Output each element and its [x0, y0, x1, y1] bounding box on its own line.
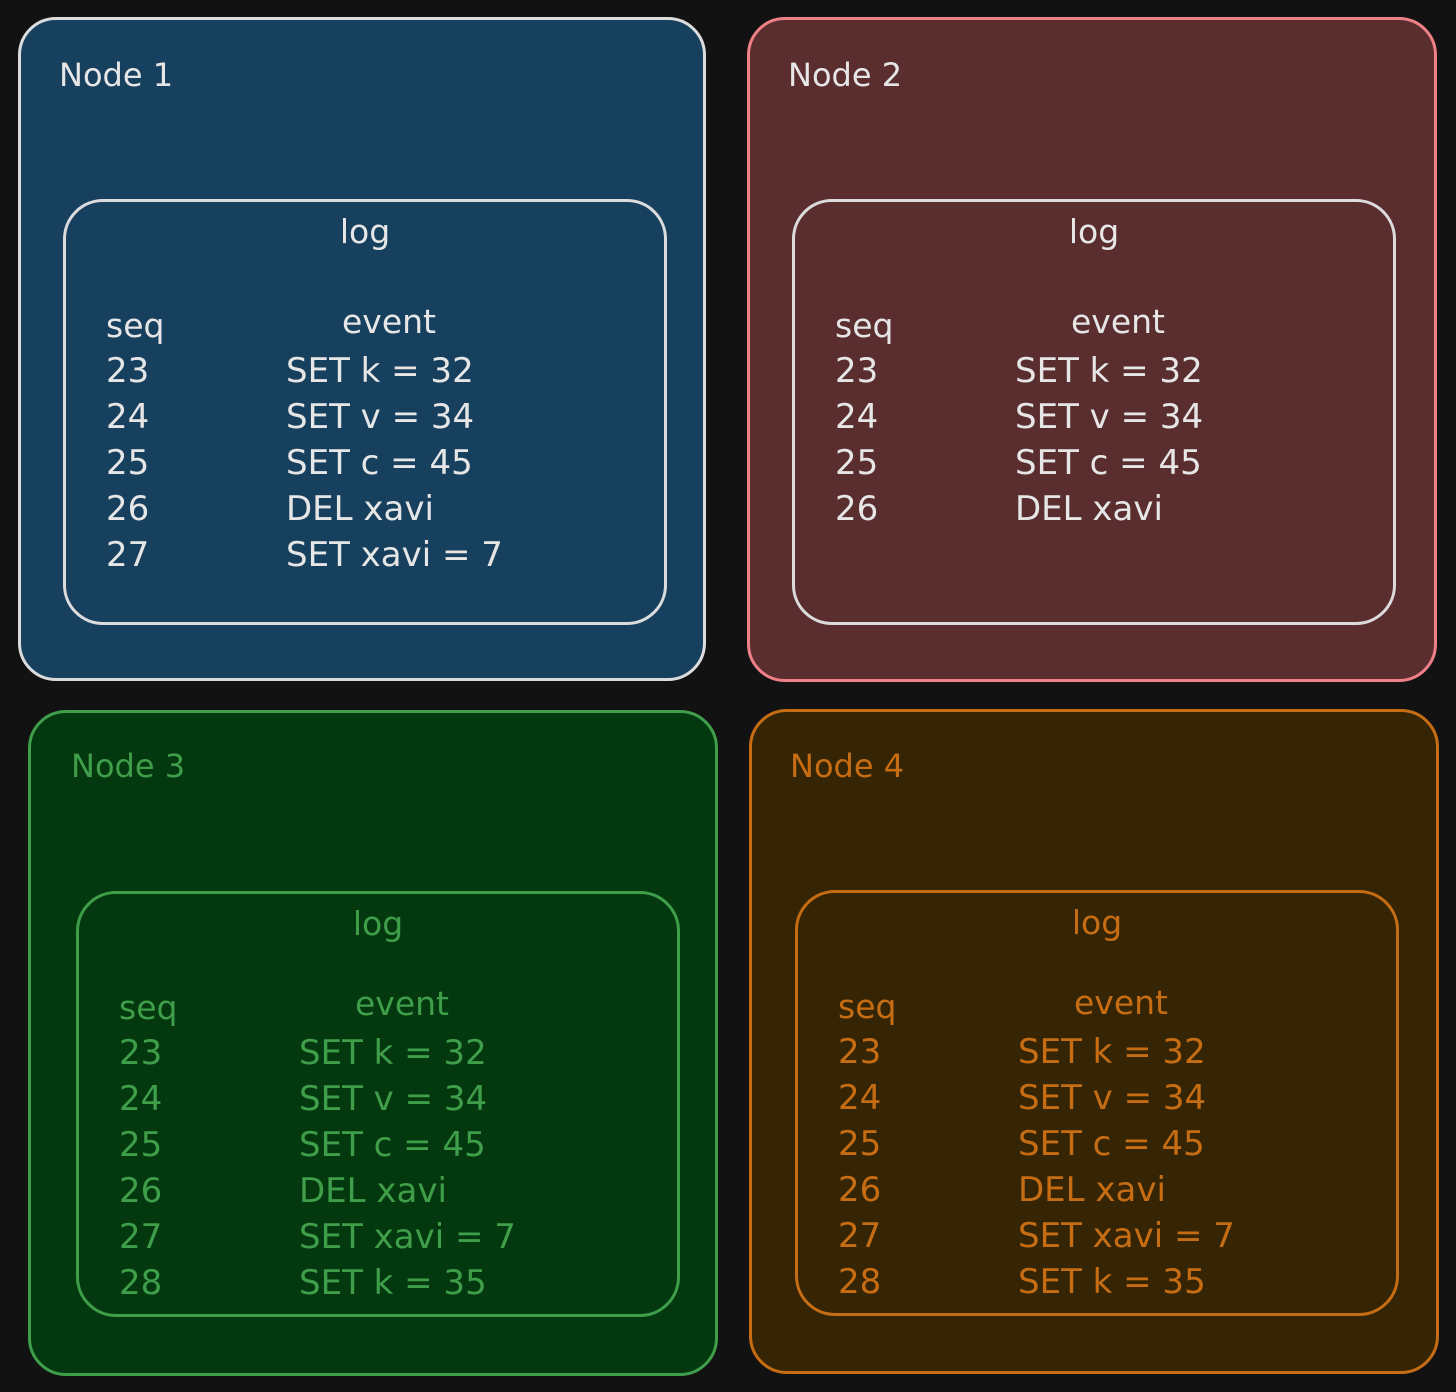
log-row-seq: 24	[838, 1078, 882, 1118]
log-row-seq: 26	[106, 489, 150, 529]
log-row-event: SET v = 34	[286, 397, 475, 437]
node-1-log-box: log seq event 23 SET k = 32 24 SET v = 34 25…	[63, 199, 667, 625]
log-row-seq: 24	[119, 1079, 163, 1119]
node-4-log-title: log	[1071, 903, 1123, 942]
node-4-container: Node 4 log seq event 23 SET k = 32 24 SET v…	[749, 709, 1439, 1374]
node-4-event-header: event	[1074, 983, 1168, 1022]
node-2-title: Node 2	[788, 56, 903, 94]
node-2-seq-header: seq	[835, 306, 894, 345]
log-row-seq: 23	[838, 1032, 882, 1072]
node-1-container: Node 1 log seq event 23 SET k = 32 24 SET v…	[18, 17, 706, 681]
log-row-event: SET v = 34	[1015, 397, 1204, 437]
log-row-seq: 26	[119, 1171, 163, 1211]
log-row-seq: 26	[835, 489, 879, 529]
log-row-event: SET v = 34	[299, 1079, 488, 1119]
log-row-seq: 24	[106, 397, 150, 437]
log-row-seq: 27	[106, 535, 150, 575]
log-row-event: SET k = 35	[299, 1263, 487, 1303]
node-1-title: Node 1	[59, 56, 174, 94]
log-row-event: SET xavi = 7	[299, 1217, 516, 1257]
log-row-seq: 25	[835, 443, 879, 483]
log-row-event: SET c = 45	[286, 443, 473, 483]
node-2-log-box: log seq event 23 SET k = 32 24 SET v = 34 25…	[792, 199, 1396, 625]
log-row-seq: 28	[838, 1262, 882, 1302]
node-2-container: Node 2 log seq event 23 SET k = 32 24 SET v…	[747, 17, 1437, 682]
log-row-seq: 26	[838, 1170, 882, 1210]
node-2-event-header: event	[1071, 302, 1165, 341]
log-row-seq: 25	[838, 1124, 882, 1164]
node-4-log-box: log seq event 23 SET k = 32 24 SET v = 34 25…	[795, 890, 1399, 1316]
log-row-event: SET xavi = 7	[286, 535, 503, 575]
node-2-log-title: log	[1068, 212, 1120, 251]
node-1-log-title: log	[339, 212, 391, 251]
log-row-event: SET k = 32	[1015, 351, 1203, 391]
log-row-event: SET k = 32	[1018, 1032, 1206, 1072]
log-row-seq: 25	[119, 1125, 163, 1165]
node-3-container: Node 3 log seq event 23 SET k = 32 24 SET v…	[28, 710, 718, 1376]
log-row-seq: 27	[838, 1216, 882, 1256]
log-row-event: SET v = 34	[1018, 1078, 1207, 1118]
log-row-event: DEL xavi	[1015, 489, 1163, 529]
log-row-seq: 23	[119, 1033, 163, 1073]
log-row-seq: 28	[119, 1263, 163, 1303]
log-row-event: SET c = 45	[299, 1125, 486, 1165]
log-row-event: SET k = 35	[1018, 1262, 1206, 1302]
node-4-title: Node 4	[790, 747, 905, 785]
log-row-event: SET xavi = 7	[1018, 1216, 1235, 1256]
log-row-seq: 25	[106, 443, 150, 483]
log-row-seq: 23	[106, 351, 150, 391]
node-4-seq-header: seq	[838, 987, 897, 1026]
log-row-seq: 27	[119, 1217, 163, 1257]
log-row-seq: 24	[835, 397, 879, 437]
log-row-event: DEL xavi	[299, 1171, 447, 1211]
node-3-seq-header: seq	[119, 988, 178, 1027]
log-row-event: SET c = 45	[1015, 443, 1202, 483]
log-row-seq: 23	[835, 351, 879, 391]
node-3-log-box: log seq event 23 SET k = 32 24 SET v = 34 25…	[76, 891, 680, 1317]
node-3-log-title: log	[352, 904, 404, 943]
log-row-event: SET k = 32	[286, 351, 474, 391]
log-row-event: SET c = 45	[1018, 1124, 1205, 1164]
node-3-title: Node 3	[71, 747, 186, 785]
log-row-event: DEL xavi	[1018, 1170, 1166, 1210]
log-row-event: DEL xavi	[286, 489, 434, 529]
node-1-seq-header: seq	[106, 306, 165, 345]
node-3-event-header: event	[355, 984, 449, 1023]
log-row-event: SET k = 32	[299, 1033, 487, 1073]
node-1-event-header: event	[342, 302, 436, 341]
